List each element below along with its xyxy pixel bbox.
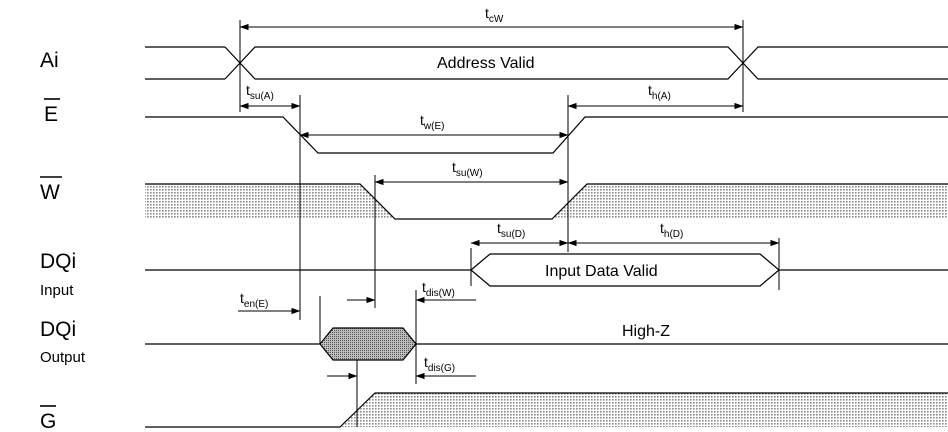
timing-label-tw-e: tw(E) (420, 112, 444, 132)
timing-reference-lines (239, 20, 780, 427)
timing-label-tsu-w: tsu(W) (452, 159, 483, 179)
waveform-e (145, 116, 948, 154)
signal-label-e: E (44, 103, 58, 126)
signal-label-g: G (40, 410, 56, 432)
timing-arrows (238, 23, 780, 380)
waveform-g (145, 392, 948, 428)
signal-sublabel-output: Output (40, 349, 86, 366)
timing-label-th-d: th(D) (660, 220, 683, 240)
timing-label-tsu-d: tsu(D) (497, 220, 525, 240)
signal-label-dq-output: DQi (40, 318, 76, 341)
waveform-ai (145, 46, 948, 80)
timing-label-tsu-a: tsu(A) (246, 82, 274, 102)
bus-text-input-data-valid: Input Data Valid (545, 263, 658, 280)
timing-label-th-a: th(A) (648, 82, 671, 102)
waveform-dq-output (145, 327, 948, 361)
timing-label-tdis-g: tdis(G) (424, 354, 455, 374)
bus-text-address-valid: Address Valid (437, 55, 535, 72)
timing-label-tcw: tcW (485, 5, 504, 25)
signal-label-dq-input: DQi (40, 250, 76, 273)
signal-label-ai: Ai (40, 49, 59, 72)
signal-label-w: W (40, 181, 60, 204)
waveform-w (145, 183, 948, 220)
signal-sublabel-input: Input (40, 282, 74, 299)
bus-text-high-z: High-Z (622, 323, 670, 340)
timing-label-tdis-w: tdis(W) (422, 279, 455, 299)
timing-label-ten-e: ten(E) (240, 290, 268, 310)
